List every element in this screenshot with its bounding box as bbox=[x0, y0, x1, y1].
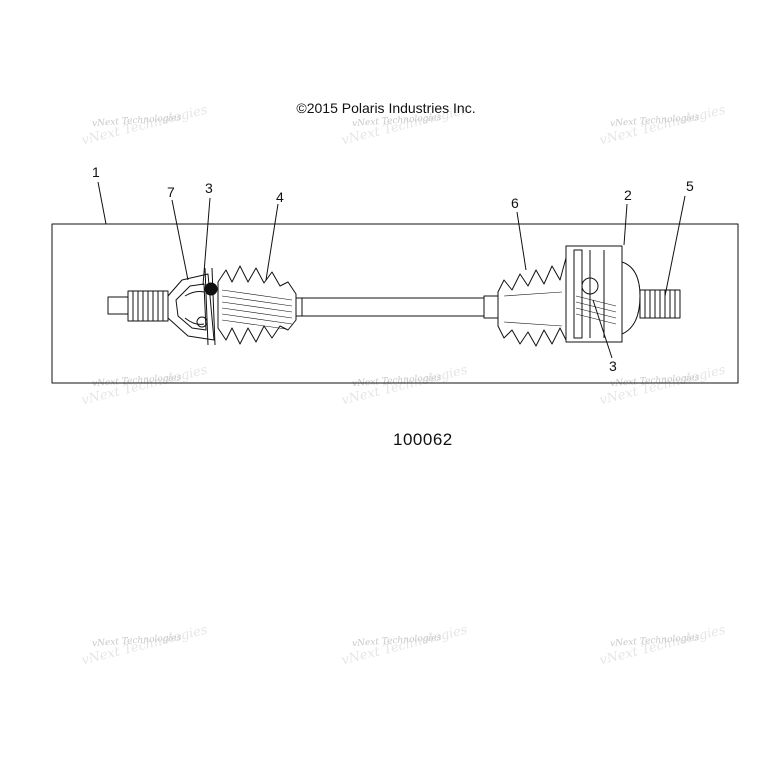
left-cv-housing bbox=[167, 273, 215, 341]
right-housing-hatch bbox=[575, 295, 617, 325]
leader-4 bbox=[265, 203, 279, 281]
left-ball-3 bbox=[204, 282, 218, 296]
leader-3b bbox=[592, 299, 613, 359]
callout-6: 6 bbox=[511, 195, 519, 211]
right-boot-clamp bbox=[483, 295, 499, 319]
leader-7 bbox=[171, 199, 189, 281]
callout-1: 1 bbox=[92, 164, 100, 180]
leader-1 bbox=[97, 181, 107, 225]
right-spline-teeth bbox=[644, 290, 676, 318]
callout-7: 7 bbox=[167, 184, 175, 200]
right-ball-3 bbox=[581, 277, 599, 295]
leader-6 bbox=[516, 211, 527, 271]
left-boot-clamp bbox=[295, 297, 303, 317]
leader-2 bbox=[623, 203, 628, 246]
right-boot bbox=[497, 257, 567, 347]
callout-5: 5 bbox=[686, 178, 694, 194]
callout-4: 4 bbox=[276, 189, 284, 205]
leader-3a bbox=[202, 197, 211, 286]
left-spline-teeth bbox=[132, 291, 164, 321]
left-boot bbox=[217, 265, 297, 345]
figure-number: 100062 bbox=[393, 430, 453, 449]
callout-3-left: 3 bbox=[205, 180, 213, 196]
callout-3-right: 3 bbox=[609, 358, 617, 374]
callout-2: 2 bbox=[624, 187, 632, 203]
right-cv-housing bbox=[565, 245, 623, 343]
assembly-frame bbox=[51, 223, 739, 384]
leader-5 bbox=[664, 195, 686, 297]
left-stub-tip bbox=[107, 296, 129, 315]
copyright-text: ©2015 Polaris Industries Inc. bbox=[296, 100, 476, 116]
right-cv-cap bbox=[621, 261, 641, 335]
left-boot-hatch bbox=[221, 289, 293, 330]
